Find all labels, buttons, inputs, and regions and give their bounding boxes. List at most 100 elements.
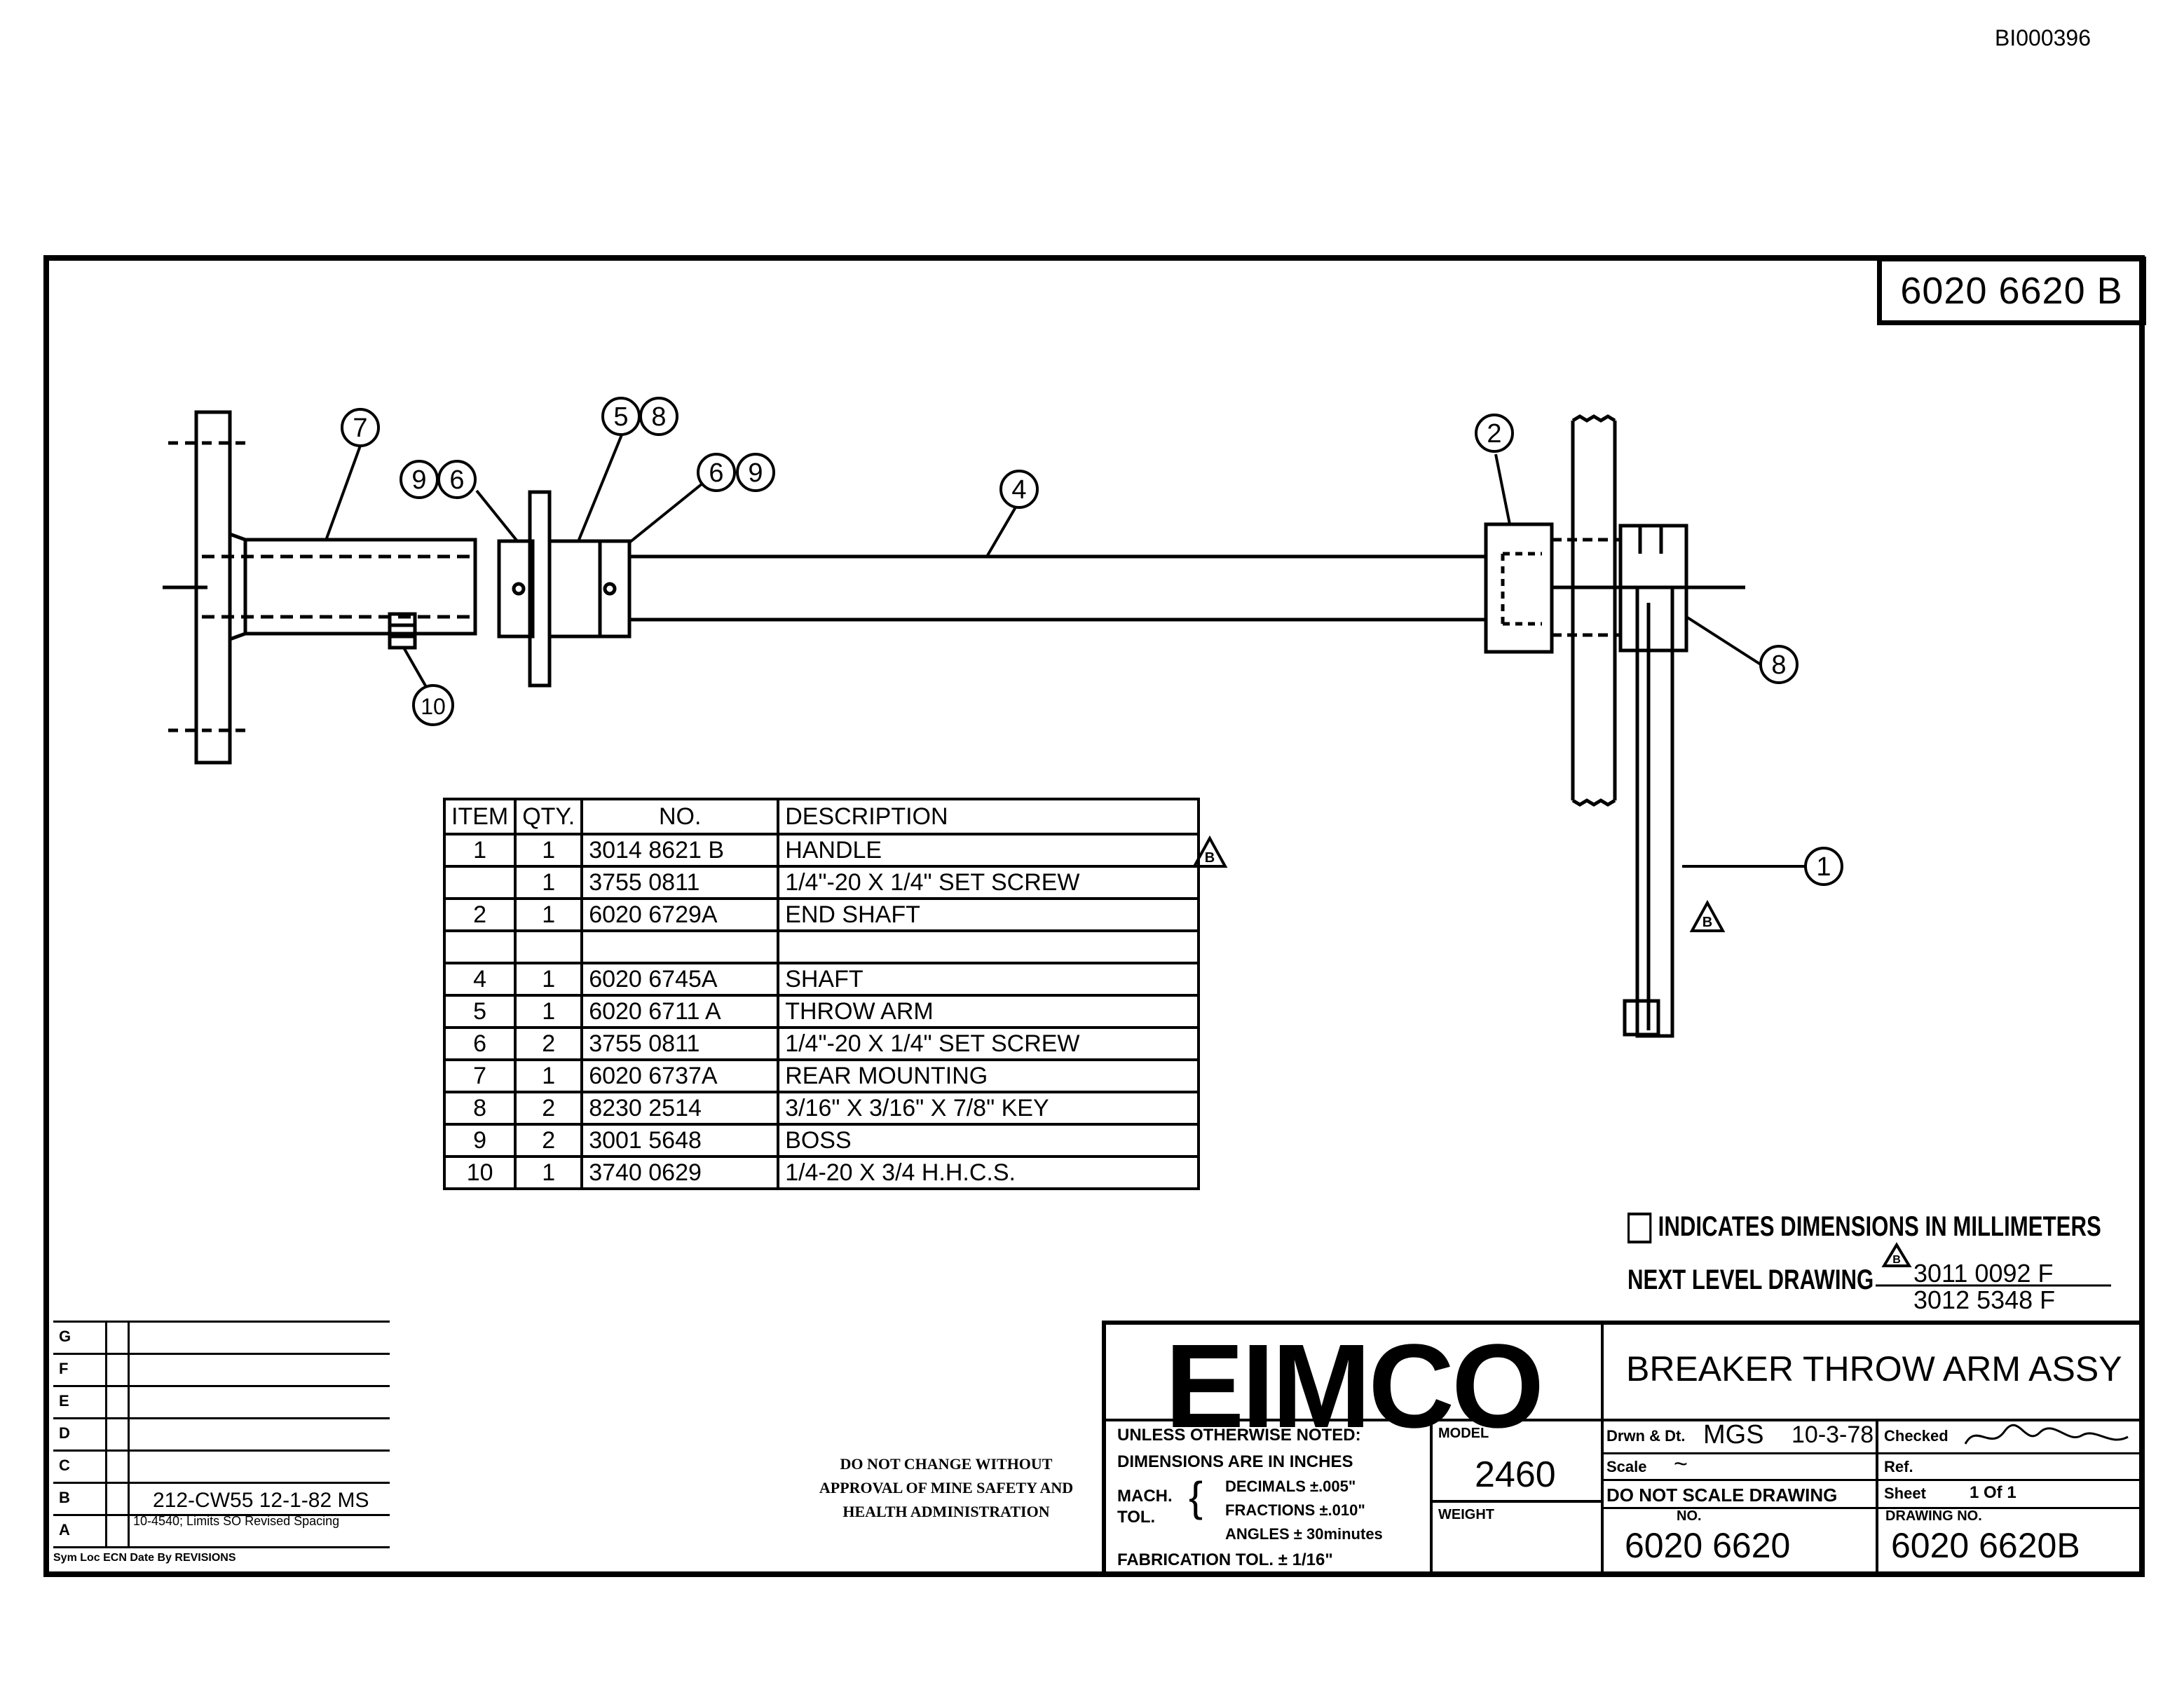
cell-desc: END SHAFT (777, 897, 1201, 932)
cell-qty: 1 (514, 1058, 584, 1093)
model-label: MODEL (1438, 1426, 1489, 1441)
cell-qty: 1 (514, 962, 584, 997)
balloon-10 (412, 684, 454, 726)
balloon-label-7: 7 (353, 414, 367, 443)
balloon-7 (341, 408, 380, 447)
cell-no: 6020 6729A (580, 897, 780, 932)
title-block-divider (1102, 1419, 2143, 1421)
revision-letter: B (59, 1489, 70, 1506)
drawn-by: MGS (1703, 1420, 1764, 1449)
cell-qty (514, 929, 584, 964)
next-level-drawing-1: 3011 0092 F (1913, 1259, 2054, 1288)
drawn-label: Drwn & Dt. (1606, 1427, 1686, 1445)
balloon-label-9a: 9 (411, 465, 426, 495)
revision-row-line (53, 1514, 390, 1516)
revision-a-text: 10-4540; Limits SO Revised Spacing (133, 1514, 340, 1528)
cell-no: 6020 6711 A (580, 994, 780, 1029)
revision-letter: C (59, 1457, 70, 1474)
balloon-6a (437, 460, 477, 499)
header-qty: QTY. (514, 798, 584, 835)
revision-divider (128, 1321, 130, 1548)
cell-item: 7 (442, 1058, 517, 1093)
title-block-divider (1601, 1321, 1604, 1577)
balloon-1 (1804, 847, 1843, 886)
scale-label: Scale (1606, 1458, 1647, 1475)
drawn-date: 10-3-78 (1791, 1421, 1874, 1448)
cell-qty: 2 (514, 1091, 584, 1126)
cell-item: 10 (442, 1155, 517, 1190)
cell-no (580, 929, 780, 964)
revision-triangle-icon (1689, 899, 1726, 932)
balloon-label-1: 1 (1816, 852, 1831, 882)
balloon-label-4: 4 (1011, 475, 1026, 505)
balloon-label-6b: 6 (709, 458, 723, 488)
balloon-label-9b: 9 (748, 458, 763, 488)
revision-triangle-icon (1881, 1242, 1912, 1267)
revision-letter: G (59, 1328, 71, 1345)
revision-row-line (53, 1449, 390, 1452)
cell-qty: 2 (514, 1123, 584, 1158)
cell-item: 8 (442, 1091, 517, 1126)
next-level-label: NEXT LEVEL DRAWING (1627, 1264, 1874, 1295)
balloon-8a (639, 397, 678, 436)
revision-marker: B (1702, 915, 1712, 930)
balloon-6b (697, 453, 736, 492)
drawing-title: BREAKER THROW ARM ASSY (1626, 1349, 2122, 1389)
checked-signature-icon (1964, 1424, 2129, 1445)
cell-qty: 1 (514, 1155, 584, 1190)
mach-tol: MACH. TOL. (1117, 1487, 1173, 1527)
table-header-row: ITEM QTY. NO. DESCRIPTION (442, 798, 1201, 835)
cell-desc: HANDLE (777, 833, 1201, 868)
drawing-no-label: DRAWING NO. (1885, 1508, 1982, 1524)
tol-decimals: DECIMALS ±.005" (1225, 1478, 1356, 1495)
cell-desc: THROW ARM (777, 994, 1201, 1029)
cell-no: 3755 0811 (580, 865, 780, 900)
revision-row-line (53, 1546, 390, 1548)
sheet-label: Sheet (1884, 1485, 1926, 1502)
header-item: ITEM (442, 798, 517, 835)
balloon-label-8a: 8 (651, 402, 666, 432)
cell-no: 3001 5648 (580, 1123, 780, 1158)
revision-letter: F (59, 1360, 69, 1377)
balloon-label-6a: 6 (449, 465, 464, 495)
cell-item: 9 (442, 1123, 517, 1158)
cell-desc: 1/4"-20 X 1/4" SET SCREW (777, 865, 1201, 900)
cell-no: 8230 2514 (580, 1091, 780, 1126)
balloon-9b (736, 453, 775, 492)
revision-row-line (53, 1482, 390, 1484)
revision-footer: Sym Loc ECN Date By REVISIONS (53, 1552, 236, 1564)
revision-triangle-icon (1192, 835, 1228, 868)
revision-letter: E (59, 1392, 69, 1410)
next-level-drawing-2: 3012 5348 F (1913, 1285, 2056, 1314)
title-block-divider (1430, 1419, 1433, 1577)
cell-no: 6020 6737A (580, 1058, 780, 1093)
cell-no: 3014 8621 B (580, 833, 780, 868)
revision-letter: D (59, 1424, 70, 1442)
drawing-number-box: 6020 6620 B (1877, 257, 2146, 325)
cell-qty: 1 (514, 897, 584, 932)
revision-marker: B (1892, 1254, 1901, 1266)
balloon-label-8b: 8 (1771, 650, 1786, 680)
cell-desc: 1/4"-20 X 1/4" SET SCREW (777, 1026, 1201, 1061)
part-number: 6020 6620 (1625, 1526, 1791, 1565)
revision-divider (105, 1321, 107, 1548)
cell-no: 3740 0629 (580, 1155, 780, 1190)
balloon-4 (999, 470, 1039, 509)
fabrication-tol: FABRICATION TOL. ± 1/16" (1117, 1550, 1333, 1569)
balloon-2 (1475, 414, 1514, 453)
cell-desc: 3/16" X 3/16" X 7/8" KEY (777, 1091, 1201, 1126)
revision-row-line (53, 1353, 390, 1355)
company-logo: EIMCO (1165, 1320, 1544, 1453)
cell-item (442, 929, 517, 964)
cell-desc: BOSS (777, 1123, 1201, 1158)
cell-item: 2 (442, 897, 517, 932)
tol-fractions: FRACTIONS ±.010" (1225, 1501, 1365, 1519)
title-block-border (1102, 1321, 2143, 1325)
